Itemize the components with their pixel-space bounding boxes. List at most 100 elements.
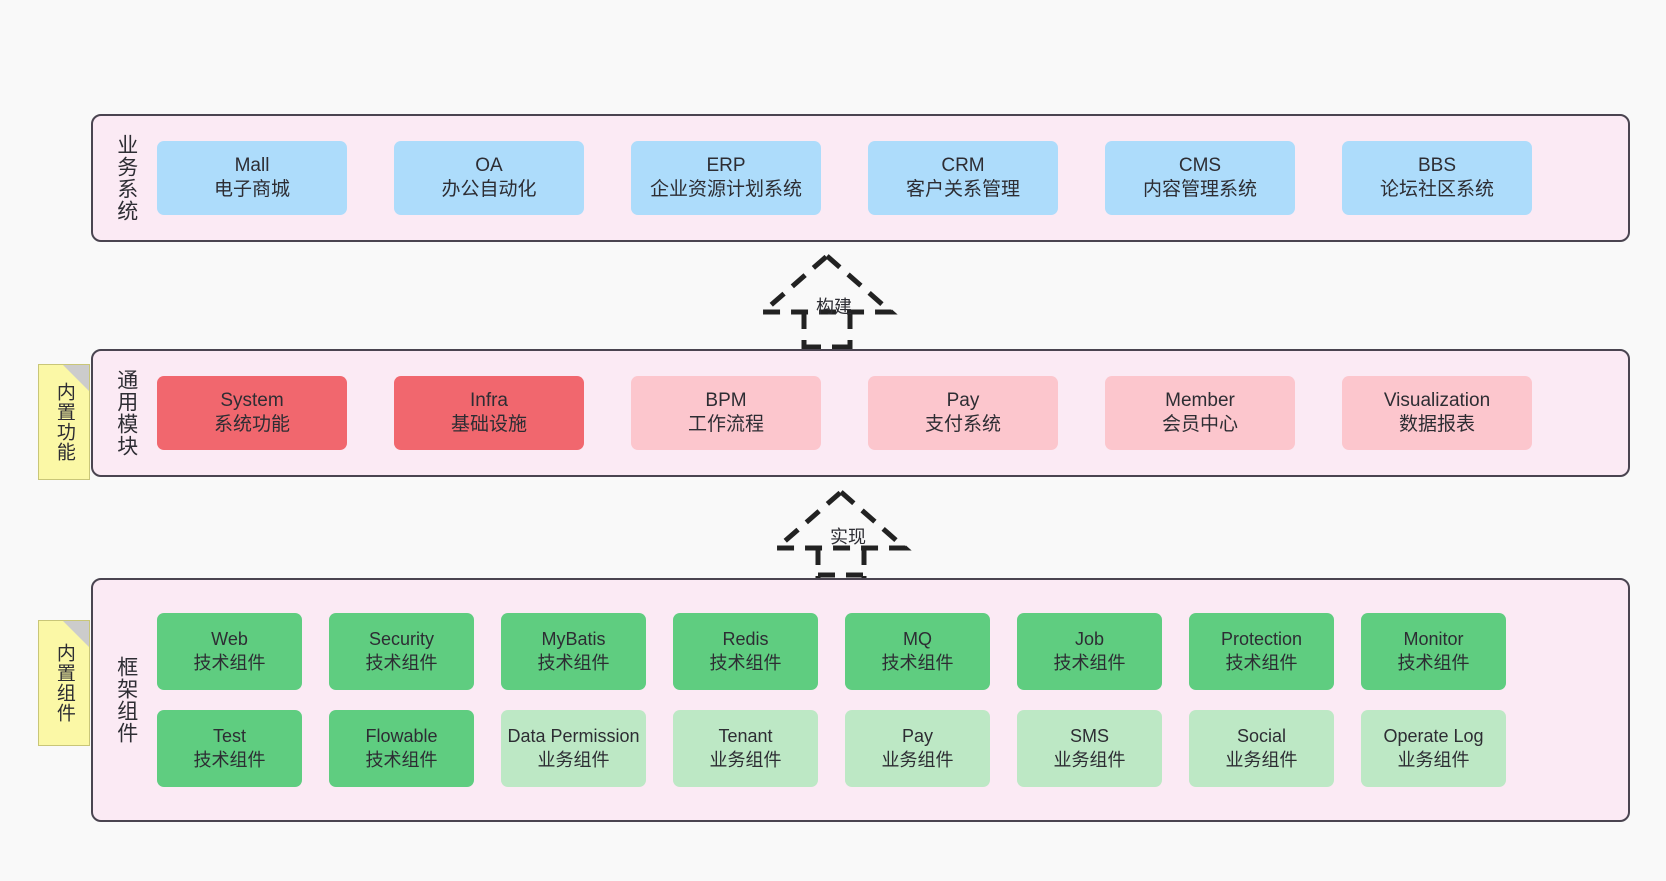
card-title: OA [475, 154, 503, 176]
card-sms[interactable]: SMS 业务组件 [1017, 710, 1162, 787]
card-subtitle: 基础设施 [450, 414, 527, 435]
card-subtitle: 支付系统 [924, 414, 1001, 435]
layer-business-systems: 业务系统 Mall 电子商城 OA 办公自动化 ERP 企业资源计划系统 CRM… [91, 114, 1630, 242]
card-job[interactable]: Job 技术组件 [1017, 613, 1162, 690]
framework-business-row: Test 技术组件 Flowable 技术组件 Data Permission … [157, 710, 1614, 787]
card-title: Job [1074, 629, 1105, 650]
card-title: Social [1236, 726, 1287, 747]
card-subtitle: 电子商城 [213, 179, 290, 200]
card-subtitle: 技术组件 [365, 652, 438, 673]
card-redis[interactable]: Redis 技术组件 [673, 613, 818, 690]
card-title: Web [211, 629, 248, 650]
card-subtitle: 办公自动化 [441, 179, 537, 200]
card-subtitle: 业务组件 [537, 749, 610, 770]
card-title: Operate Log [1383, 726, 1484, 747]
note-builtin-features: 内置功能 [38, 364, 90, 480]
card-title: Infra [469, 389, 509, 411]
note-text: 内置组件 [53, 643, 75, 723]
card-subtitle: 论坛社区系统 [1379, 179, 1494, 200]
card-operate-log[interactable]: Operate Log 业务组件 [1361, 710, 1506, 787]
card-crm[interactable]: CRM 客户关系管理 [868, 141, 1058, 215]
card-system[interactable]: System 系统功能 [157, 376, 347, 450]
card-subtitle: 技术组件 [365, 749, 438, 770]
card-security[interactable]: Security 技术组件 [329, 613, 474, 690]
card-subtitle: 技术组件 [881, 652, 954, 673]
card-protection[interactable]: Protection 技术组件 [1189, 613, 1334, 690]
fold-corner-icon [63, 621, 89, 647]
card-title: Pay [901, 726, 934, 747]
layer-framework-components: 框架组件 Web 技术组件 Security 技术组件 MyBatis 技术组件… [91, 578, 1630, 822]
card-pay-module[interactable]: Pay 支付系统 [868, 376, 1058, 450]
card-subtitle: 业务组件 [1053, 749, 1126, 770]
fold-corner-icon [63, 365, 89, 391]
card-title: CMS [1178, 154, 1222, 176]
card-title: MyBatis [541, 629, 606, 650]
card-monitor[interactable]: Monitor 技术组件 [1361, 613, 1506, 690]
card-title: ERP [706, 154, 746, 176]
card-title: Data Permission [507, 726, 640, 747]
layer-title-framework: 框架组件 [114, 656, 138, 744]
card-test[interactable]: Test 技术组件 [157, 710, 302, 787]
card-title: Test [212, 726, 246, 747]
layer-title-common: 通用模块 [114, 369, 138, 457]
card-subtitle: 业务组件 [1225, 749, 1298, 770]
card-bpm[interactable]: BPM 工作流程 [631, 376, 821, 450]
card-title: Security [368, 629, 435, 650]
card-visualization[interactable]: Visualization 数据报表 [1342, 376, 1532, 450]
card-subtitle: 业务组件 [1397, 749, 1470, 770]
card-subtitle: 业务组件 [881, 749, 954, 770]
card-title: Protection [1220, 629, 1303, 650]
card-title: SMS [1069, 726, 1109, 747]
card-subtitle: 会员中心 [1161, 414, 1238, 435]
card-subtitle: 技术组件 [1225, 652, 1298, 673]
card-subtitle: 技术组件 [193, 652, 266, 673]
card-bbs[interactable]: BBS 论坛社区系统 [1342, 141, 1532, 215]
card-flowable[interactable]: Flowable 技术组件 [329, 710, 474, 787]
card-subtitle: 技术组件 [537, 652, 610, 673]
card-title: BPM [705, 389, 747, 411]
card-erp[interactable]: ERP 企业资源计划系统 [631, 141, 821, 215]
card-title: Redis [722, 629, 769, 650]
card-title: Flowable [365, 726, 438, 747]
card-subtitle: 技术组件 [193, 749, 266, 770]
card-subtitle: 技术组件 [709, 652, 782, 673]
layer-common-modules: 通用模块 System 系统功能 Infra 基础设施 BPM 工作流程 Pay… [91, 349, 1630, 477]
card-title: BBS [1417, 154, 1457, 176]
card-tenant[interactable]: Tenant 业务组件 [673, 710, 818, 787]
card-title: Tenant [718, 726, 773, 747]
note-builtin-components: 内置组件 [38, 620, 90, 746]
card-subtitle: 客户关系管理 [905, 179, 1020, 200]
card-web[interactable]: Web 技术组件 [157, 613, 302, 690]
card-mall[interactable]: Mall 电子商城 [157, 141, 347, 215]
card-subtitle: 业务组件 [709, 749, 782, 770]
layer-body-business: Mall 电子商城 OA 办公自动化 ERP 企业资源计划系统 CRM 客户关系… [149, 116, 1628, 240]
connector-label-implement: 实现 [830, 527, 866, 547]
card-data-permission[interactable]: Data Permission 业务组件 [501, 710, 646, 787]
card-cms[interactable]: CMS 内容管理系统 [1105, 141, 1295, 215]
card-title: System [220, 389, 284, 411]
card-title: Mall [234, 154, 270, 176]
card-mq[interactable]: MQ 技术组件 [845, 613, 990, 690]
card-member[interactable]: Member 会员中心 [1105, 376, 1295, 450]
card-mybatis[interactable]: MyBatis 技术组件 [501, 613, 646, 690]
card-title: MQ [903, 629, 932, 650]
note-text: 内置功能 [53, 382, 75, 462]
layer-body-common: System 系统功能 Infra 基础设施 BPM 工作流程 Pay 支付系统… [149, 351, 1628, 475]
card-social[interactable]: Social 业务组件 [1189, 710, 1334, 787]
card-subtitle: 技术组件 [1397, 652, 1470, 673]
card-subtitle: 系统功能 [213, 414, 290, 435]
card-title: CRM [941, 154, 985, 176]
card-title: Pay [946, 389, 980, 411]
framework-tech-row: Web 技术组件 Security 技术组件 MyBatis 技术组件 Redi… [157, 613, 1614, 690]
business-card-row: Mall 电子商城 OA 办公自动化 ERP 企业资源计划系统 CRM 客户关系… [157, 141, 1614, 215]
card-subtitle: 内容管理系统 [1142, 179, 1257, 200]
card-title: Member [1165, 389, 1235, 411]
layer-title-business: 业务系统 [114, 134, 138, 222]
card-oa[interactable]: OA 办公自动化 [394, 141, 584, 215]
card-subtitle: 技术组件 [1053, 652, 1126, 673]
layer-body-framework: Web 技术组件 Security 技术组件 MyBatis 技术组件 Redi… [149, 580, 1628, 820]
connector-label-build: 构建 [816, 297, 852, 317]
card-infra[interactable]: Infra 基础设施 [394, 376, 584, 450]
card-title: Visualization [1383, 389, 1491, 411]
card-pay-component[interactable]: Pay 业务组件 [845, 710, 990, 787]
